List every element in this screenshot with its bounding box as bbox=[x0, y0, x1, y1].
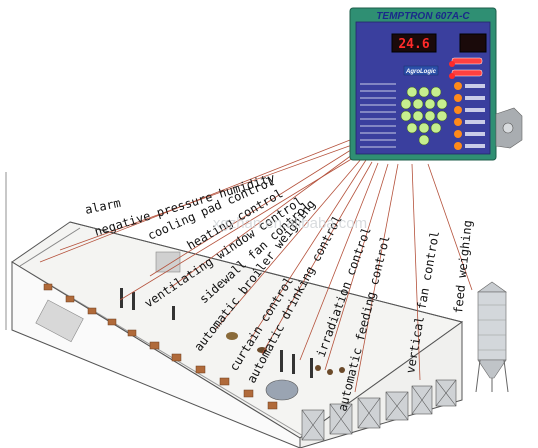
wire-line bbox=[249, 159, 367, 341]
control-label: alarm bbox=[84, 196, 122, 217]
controller-panel-icon: TEMPTRON 607A-C 24.6 AgroLogic bbox=[349, 7, 497, 161]
exhaust-fan-icon bbox=[329, 403, 353, 435]
wire-line bbox=[324, 163, 389, 371]
wire-line bbox=[149, 147, 355, 277]
wire-line bbox=[59, 144, 353, 251]
control-label: feed weighing bbox=[451, 219, 475, 314]
menu-lines bbox=[360, 83, 396, 148]
controller-model: TEMPTRON 607A-C bbox=[376, 11, 470, 22]
lcd-display: 24.6 bbox=[398, 37, 429, 52]
wire-line bbox=[119, 154, 359, 301]
exhaust-fan-icon bbox=[357, 397, 381, 429]
feed-silo-icon bbox=[475, 281, 509, 393]
interior-equipment bbox=[120, 288, 345, 401]
wire-line bbox=[354, 163, 399, 393]
mounting-bracket-icon bbox=[495, 107, 523, 149]
exhaust-fan-icon bbox=[435, 379, 457, 407]
wall-windows bbox=[43, 283, 278, 410]
exhaust-fans bbox=[301, 379, 457, 441]
exhaust-fan-icon bbox=[411, 385, 433, 415]
wire-line bbox=[299, 162, 379, 361]
exhaust-fan-icon bbox=[385, 391, 409, 421]
wire-line bbox=[261, 161, 373, 355]
control-wires bbox=[39, 139, 473, 393]
keypad bbox=[400, 86, 448, 146]
wire-line bbox=[411, 163, 421, 381]
indicator-leds bbox=[449, 57, 485, 150]
wire-line bbox=[39, 139, 351, 263]
cooling-pad bbox=[35, 251, 181, 343]
watermark: xgzhan.en.alibaba.com bbox=[213, 215, 367, 232]
exhaust-fan-icon bbox=[301, 409, 325, 441]
brand-label: AgroLogic bbox=[405, 69, 437, 75]
wire-line bbox=[214, 157, 363, 331]
wire-line bbox=[427, 163, 473, 291]
